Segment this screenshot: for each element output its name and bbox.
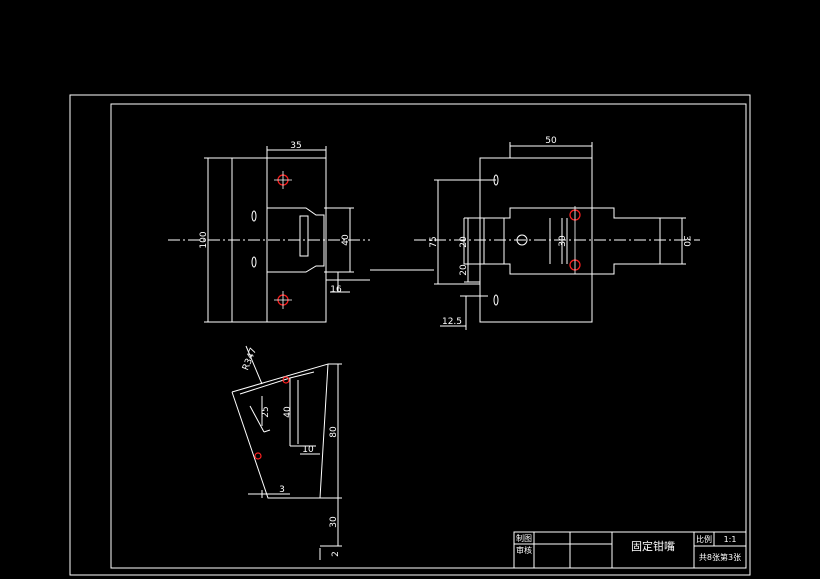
tb-check-label: 审核 (516, 545, 532, 555)
tb-scale-value: 1:1 (724, 535, 737, 544)
title-block (513, 531, 747, 569)
dim-top-upper: 20 (459, 236, 469, 248)
dim-top-width: 50 (545, 136, 557, 146)
side-view-holes (254, 376, 290, 460)
dim-top-total: 75 (429, 236, 439, 247)
dim-front-height: 100 (199, 231, 209, 248)
dim-front-width: 35 (290, 141, 301, 151)
tb-drawn-label: 制图 (516, 533, 532, 543)
dim-front-offset: 16 (330, 285, 342, 295)
dim-side-bottom: 2 (331, 551, 341, 557)
dim-front-slot: 40 (341, 234, 351, 246)
dim-side-base: 3 (279, 485, 285, 495)
dim-side-width: 10 (302, 445, 314, 455)
dim-top-right: 30 (681, 235, 691, 247)
dim-top-mid: 30 (558, 235, 568, 247)
side-view (231, 345, 342, 560)
dim-side-height: 80 (329, 426, 339, 438)
top-view (370, 142, 700, 330)
dim-top-lower: 20 (459, 264, 469, 276)
dim-side-depth: 40 (283, 406, 293, 418)
tb-part-name: 固定钳嘴 (631, 539, 675, 553)
tb-sheet-count: 共8张第3张 (699, 552, 741, 562)
dim-side-slot: 25 (261, 406, 271, 417)
tb-scale-label: 比例 (696, 534, 712, 544)
dim-top-small: 12.5 (442, 317, 462, 327)
sheet-border (69, 94, 751, 576)
front-view (168, 146, 370, 323)
dim-side-lower: 30 (329, 516, 339, 528)
